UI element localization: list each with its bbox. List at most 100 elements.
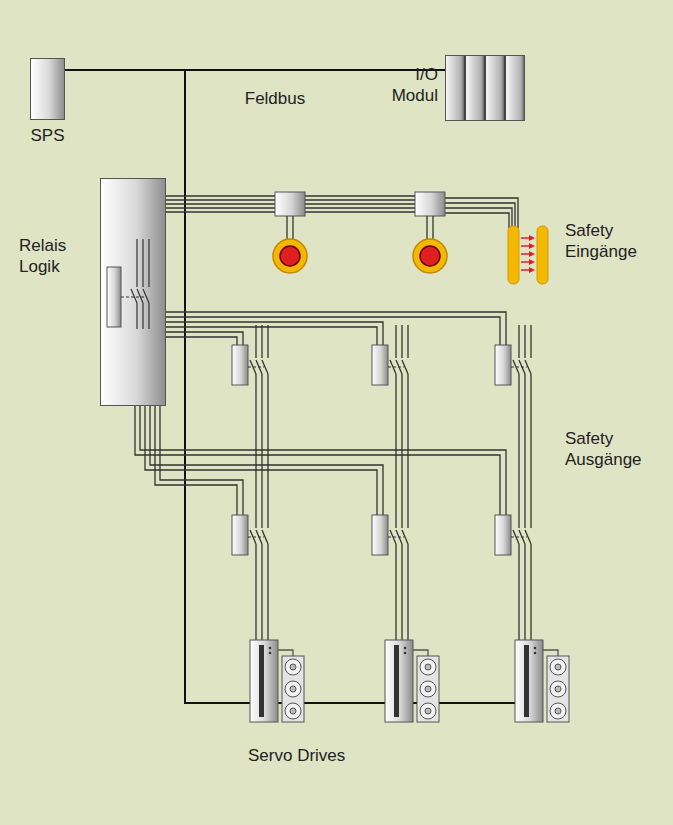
node-label: I/O Modul — [368, 64, 438, 106]
wire — [445, 203, 515, 228]
contactor-coil — [232, 345, 248, 385]
wire — [432, 216, 433, 240]
drive-led — [534, 652, 537, 655]
wire — [524, 325, 525, 358]
servo-drive — [250, 640, 278, 722]
wire — [267, 325, 268, 358]
light-beam — [521, 269, 530, 271]
wire — [530, 544, 531, 640]
contactor-coil — [495, 345, 511, 385]
wire — [278, 650, 293, 656]
junction-box — [415, 192, 445, 216]
contactor-link — [388, 367, 404, 368]
wire — [402, 530, 408, 544]
wire — [150, 406, 383, 515]
wire — [395, 374, 396, 528]
wire — [166, 203, 275, 204]
light-beam — [521, 253, 530, 255]
relay-link — [121, 297, 145, 298]
motor — [420, 703, 436, 719]
connector — [65, 70, 100, 71]
wire — [426, 216, 427, 240]
wire — [267, 374, 268, 528]
wire — [166, 322, 383, 345]
light-beam-head — [529, 235, 535, 241]
light-curtain-receiver — [537, 226, 548, 284]
wire — [518, 544, 519, 640]
wire — [407, 374, 408, 528]
bus-label: Feldbus — [243, 88, 307, 109]
wire — [525, 360, 531, 374]
wire — [305, 199, 415, 200]
wire — [305, 207, 415, 208]
junction-box — [275, 192, 305, 216]
motor-shaft — [555, 708, 561, 714]
drive-stripe — [524, 645, 529, 717]
wire — [292, 216, 293, 240]
node-label: SPS — [30, 125, 64, 146]
wire — [262, 530, 268, 544]
section-label: Safety Eingänge — [565, 220, 665, 262]
wire — [256, 530, 262, 544]
wire — [395, 544, 396, 640]
drive-led — [534, 647, 537, 650]
motor — [550, 703, 566, 719]
light-beam — [521, 261, 530, 263]
wire — [519, 360, 525, 374]
drive-led — [269, 647, 272, 650]
wire — [305, 195, 415, 196]
light-beam-head — [529, 251, 535, 257]
motor-shaft — [290, 708, 296, 714]
wire — [255, 374, 256, 528]
motor-shaft — [425, 708, 431, 714]
motor — [550, 681, 566, 697]
wire — [261, 544, 262, 640]
wire — [519, 530, 525, 544]
drive-led — [404, 652, 407, 655]
motor-shaft — [555, 664, 561, 670]
section-label: Safety Ausgänge — [565, 428, 665, 470]
contactor-link — [248, 367, 264, 368]
wire — [166, 207, 275, 208]
wire — [445, 208, 512, 228]
wire — [286, 216, 287, 240]
wire — [250, 530, 256, 544]
wire — [255, 325, 256, 358]
contactor-coil — [495, 515, 511, 555]
motor-stack — [417, 656, 439, 722]
light-beam-head — [529, 243, 535, 249]
wire — [305, 211, 415, 212]
wire — [166, 317, 500, 345]
motor — [285, 681, 301, 697]
wire — [390, 360, 396, 374]
wire — [185, 70, 520, 703]
contactor-coil — [232, 515, 248, 555]
wire — [407, 544, 408, 640]
motor-shaft — [290, 686, 296, 692]
wire — [255, 544, 256, 640]
contactor-coil — [372, 515, 388, 555]
light-beam — [521, 245, 530, 247]
wire — [262, 360, 268, 374]
contactor-link — [388, 537, 404, 538]
emergency-stop — [413, 239, 447, 273]
drive-led — [404, 647, 407, 650]
wire — [401, 374, 402, 528]
wire — [261, 374, 262, 528]
wire — [145, 406, 377, 515]
connector-line — [65, 69, 100, 71]
wire — [413, 650, 428, 656]
wire — [513, 360, 519, 374]
wire — [518, 374, 519, 528]
connector — [65, 70, 445, 71]
wire — [396, 360, 402, 374]
servo-drive — [515, 640, 543, 722]
wire — [518, 325, 519, 358]
io-module: I/O Modul — [445, 55, 525, 121]
wire — [135, 406, 500, 515]
servo-drive — [385, 640, 413, 722]
motor-stack — [547, 656, 569, 722]
wire — [250, 360, 256, 374]
